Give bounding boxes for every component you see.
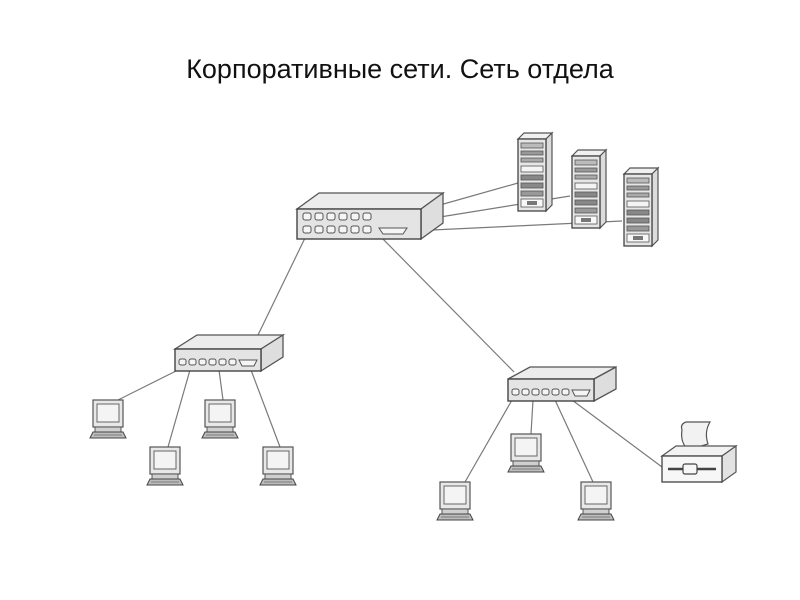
right-hub-ports bbox=[511, 388, 591, 397]
link-left-pc-3 bbox=[218, 369, 224, 401]
main-hub-ports bbox=[302, 212, 408, 235]
workstation-left-2[interactable] bbox=[146, 446, 184, 486]
link-main-left-hub bbox=[257, 237, 306, 336]
right-hub[interactable] bbox=[507, 365, 617, 403]
workstation-right-1[interactable] bbox=[436, 481, 474, 521]
left-hub[interactable] bbox=[172, 333, 286, 373]
left-hub-ports bbox=[178, 358, 258, 367]
link-main-server-1 bbox=[439, 182, 519, 206]
workstation-left-1[interactable] bbox=[89, 399, 127, 439]
link-left-pc-2 bbox=[167, 369, 191, 448]
workstation-right-2[interactable] bbox=[507, 433, 545, 473]
connection-lines bbox=[117, 182, 663, 483]
server-2[interactable] bbox=[571, 149, 607, 229]
server-1[interactable] bbox=[517, 132, 553, 212]
link-right-pc-3 bbox=[554, 399, 594, 483]
workstation-left-4[interactable] bbox=[259, 446, 297, 486]
printer[interactable] bbox=[660, 421, 738, 484]
main-hub[interactable] bbox=[295, 191, 445, 241]
slide-title: Корпоративные сети. Сеть отдела bbox=[186, 54, 614, 84]
workstation-right-3[interactable] bbox=[577, 481, 615, 521]
server-3[interactable] bbox=[623, 167, 659, 247]
link-right-pc-1 bbox=[464, 399, 513, 483]
link-left-pc-4 bbox=[250, 369, 281, 448]
link-main-right-hub bbox=[380, 236, 515, 373]
link-right-pc-2 bbox=[530, 399, 534, 435]
workstation-left-3[interactable] bbox=[201, 399, 239, 439]
link-right-printer bbox=[571, 399, 663, 468]
link-left-pc-1 bbox=[117, 369, 179, 401]
